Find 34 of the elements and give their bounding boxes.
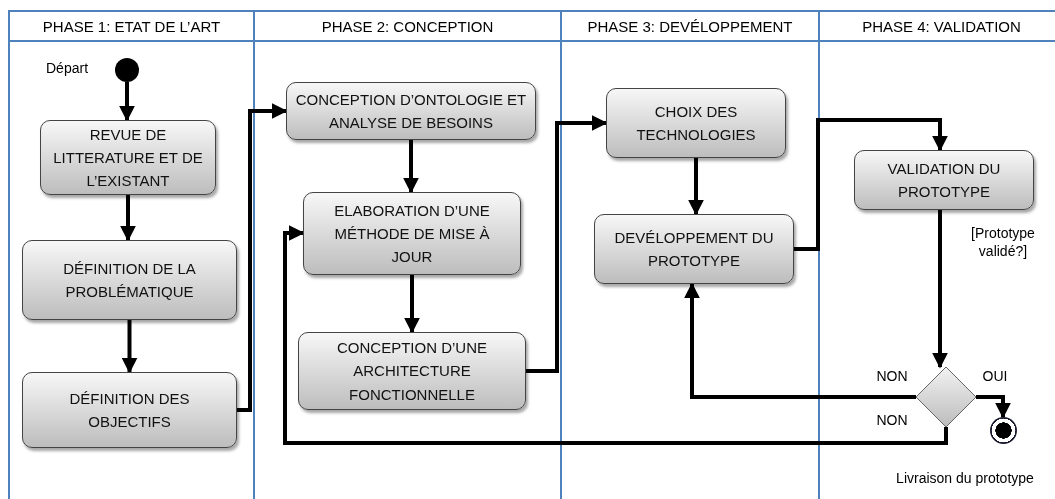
arrow bbox=[684, 282, 916, 399]
lane-header: PHASE 2: CONCEPTION bbox=[255, 12, 560, 42]
arrow bbox=[794, 118, 948, 251]
activity-box: REVUE DE LITTERATURE ET DE L’EXISTANT bbox=[40, 120, 216, 195]
final-node bbox=[990, 417, 1017, 444]
arrow bbox=[526, 115, 608, 373]
arrow bbox=[403, 140, 419, 194]
activity-box: CHOIX DES TECHNOLOGIES bbox=[606, 88, 786, 158]
activity-box: DEVÉLOPPEMENT DU PROTOTYPE bbox=[594, 214, 794, 284]
node-caption: Livraison du prototype bbox=[895, 470, 1035, 486]
lane-header: PHASE 1: ETAT DE L’ART bbox=[10, 12, 253, 42]
arrow bbox=[688, 158, 704, 216]
activity-box: CONCEPTION D’ONTOLOGIE ET ANALYSE DE BESOINS bbox=[286, 82, 536, 140]
arrow bbox=[283, 225, 948, 445]
decision-diamond bbox=[916, 367, 976, 427]
lane-header: PHASE 4: VALIDATION bbox=[820, 12, 1055, 42]
initial-node bbox=[115, 58, 139, 82]
arrow bbox=[976, 395, 1011, 419]
swimlane bbox=[8, 10, 253, 499]
swimlane bbox=[253, 10, 560, 499]
activity-box: VALIDATION DU PROTOTYPE bbox=[854, 150, 1034, 210]
activity-box: ELABORATION D’UNE MÉTHODE DE MISE À JOUR bbox=[303, 192, 521, 275]
arrow bbox=[119, 82, 135, 122]
activity-box: DÉFINITION DES OBJECTIFS bbox=[22, 372, 237, 448]
activity-box: CONCEPTION D’UNE ARCHITECTURE FONCTIONNELLE bbox=[298, 332, 526, 410]
node-caption: Départ bbox=[46, 60, 90, 76]
swimlane bbox=[560, 10, 818, 499]
arrow bbox=[120, 195, 136, 242]
arrow bbox=[404, 275, 420, 334]
activity-box: DÉFINITION DE LA PROBLÉMATIQUE bbox=[22, 240, 237, 320]
arrow bbox=[121, 320, 138, 374]
lane-header: PHASE 3: DEVÉLOPPEMENT bbox=[562, 12, 818, 42]
arrow bbox=[237, 103, 288, 412]
arrow bbox=[932, 210, 948, 369]
